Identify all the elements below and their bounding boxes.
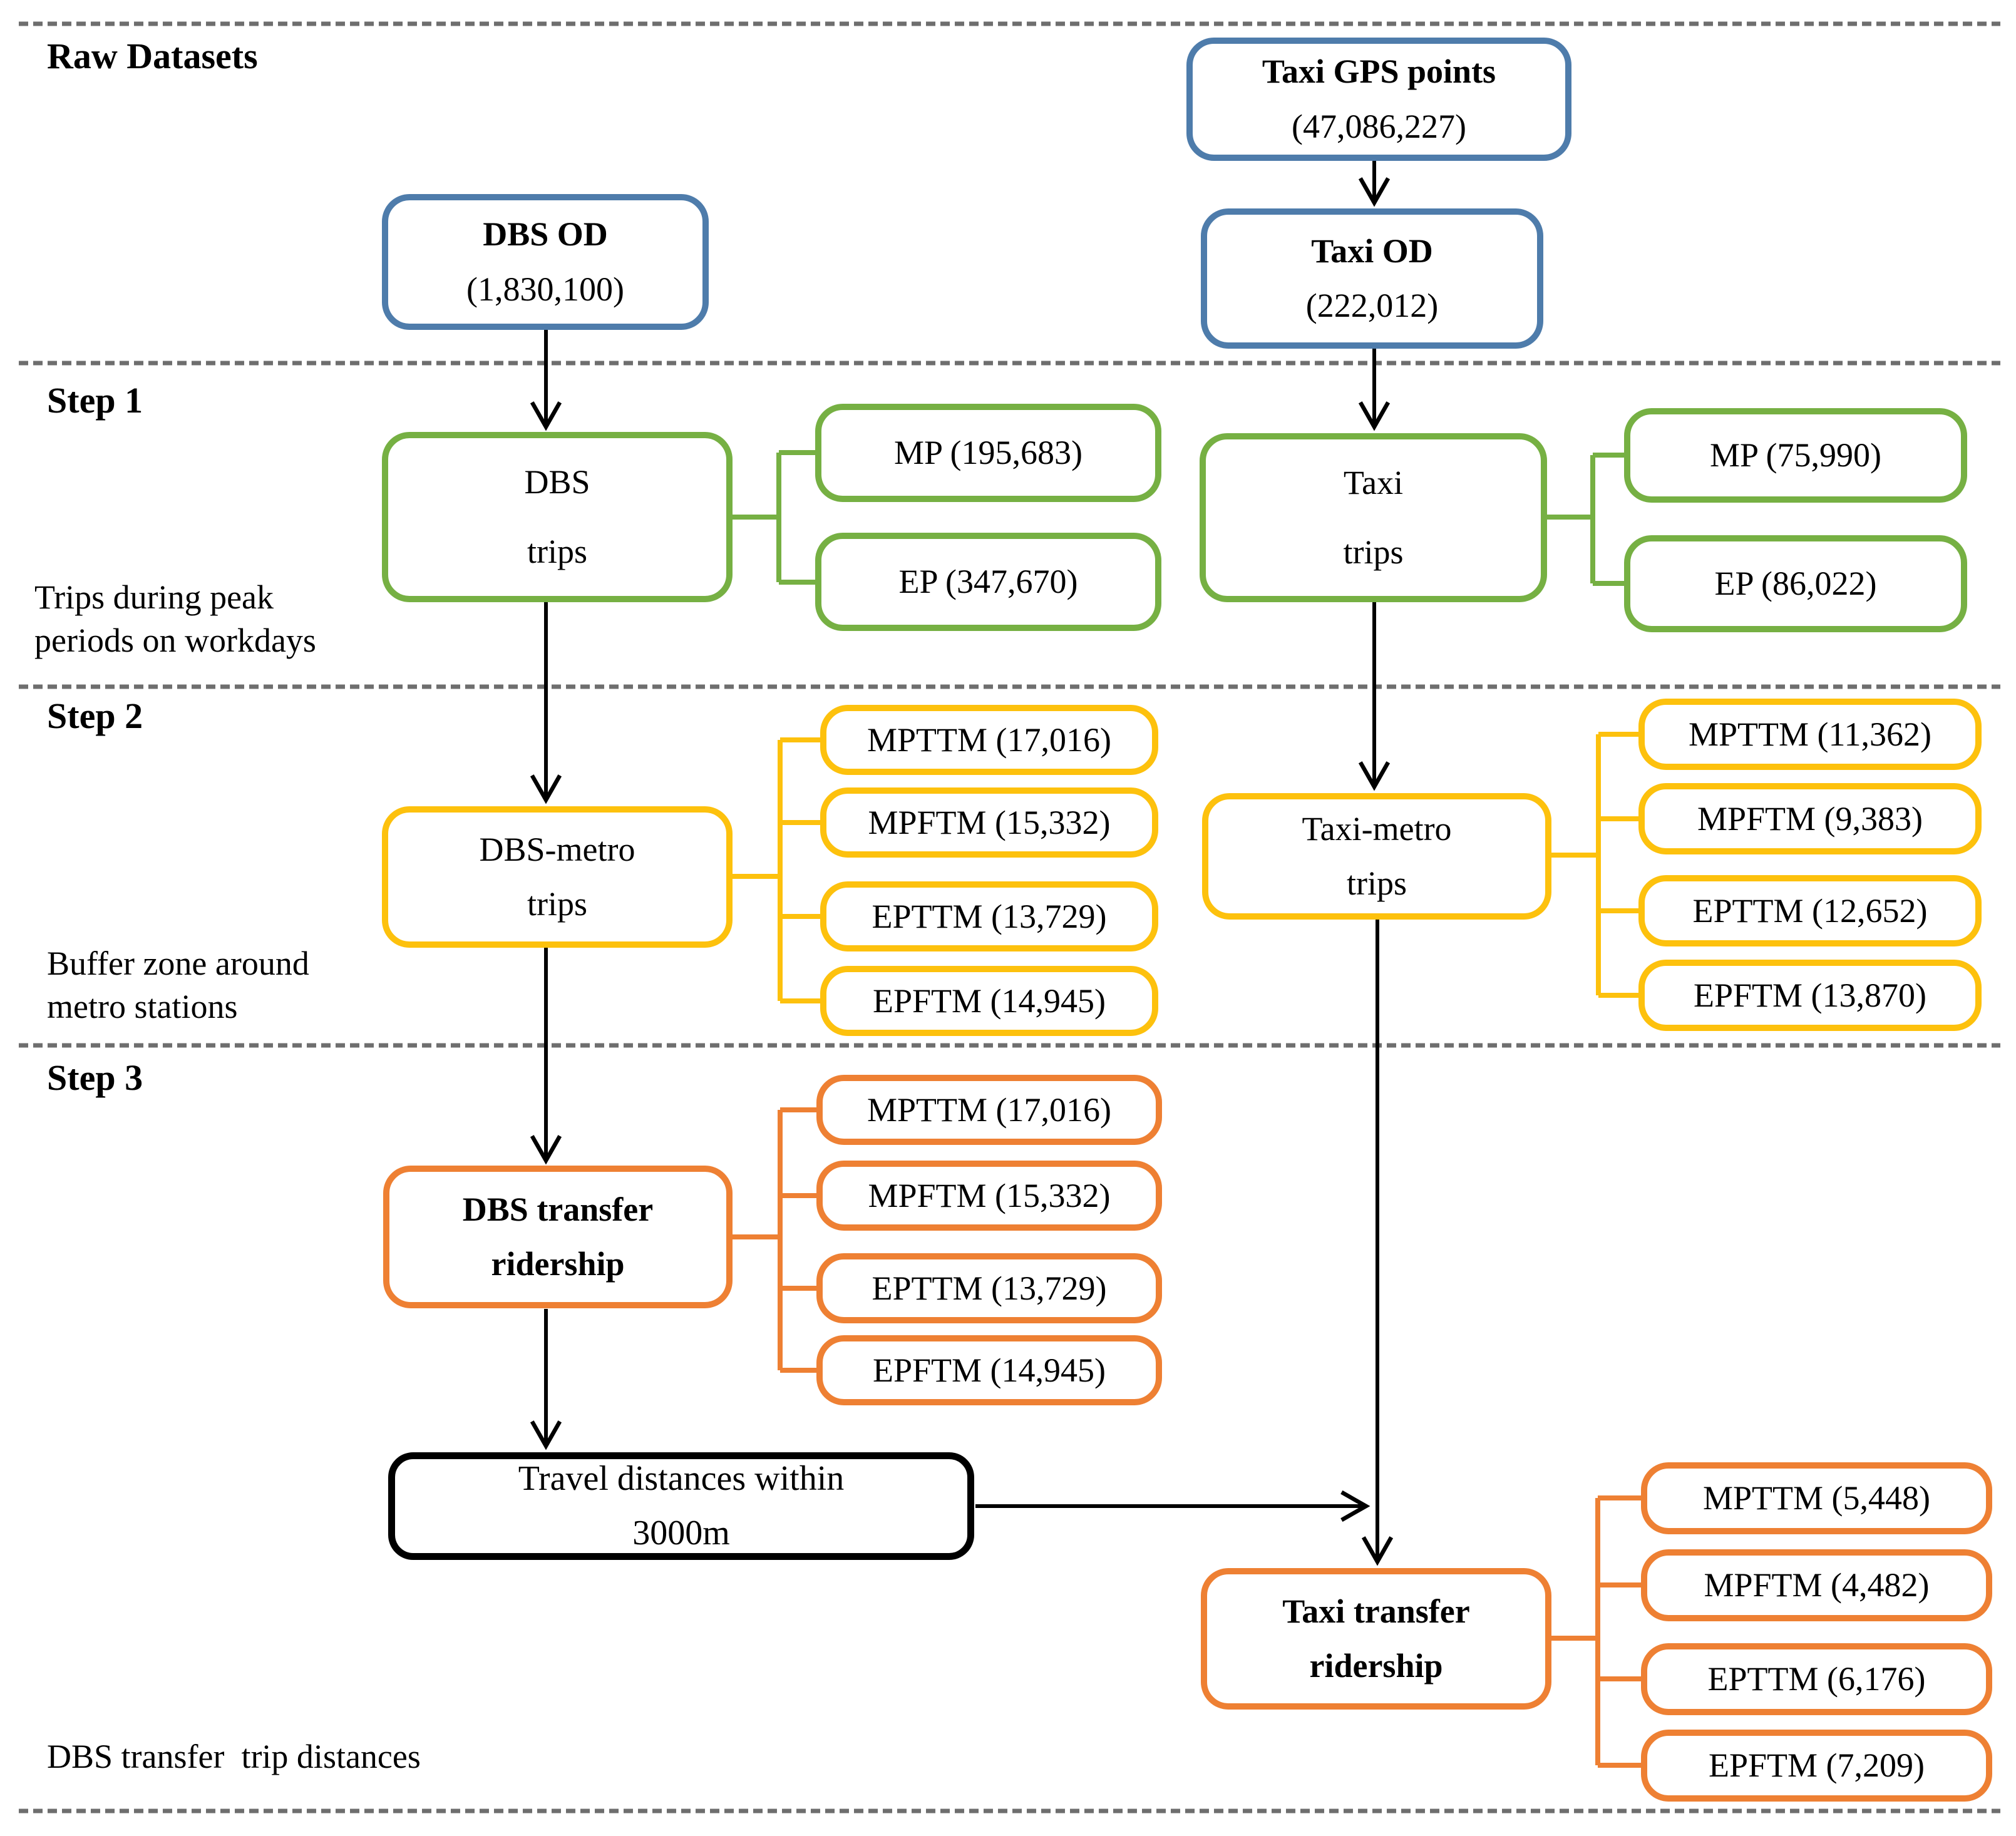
note-step2-line1: Buffer zone around bbox=[47, 945, 309, 982]
node-dbs-transfer-ridership: DBS transfer ridership bbox=[383, 1166, 733, 1308]
node-taxi-metro-line1: Taxi-metro bbox=[1302, 809, 1452, 848]
node-taxi-metro-trips: Taxi-metro trips bbox=[1202, 793, 1551, 920]
leaf-label: MP (195,683) bbox=[893, 434, 1083, 471]
bracket-dbsmetro-leaves bbox=[731, 737, 821, 1003]
leaf-label: MPFTM (15,332) bbox=[868, 803, 1111, 841]
leaf-step1-dbs-mp: MP (195,683) bbox=[815, 404, 1161, 502]
node-dbs-trips-line2: trips bbox=[527, 533, 587, 570]
node-travel-line2: 3000m bbox=[632, 1514, 730, 1552]
leaf-step2-taxi-mpttm: MPTTM (11,362) bbox=[1638, 699, 1982, 770]
leaf-step2-taxi-epftm: EPFTM (13,870) bbox=[1638, 960, 1982, 1031]
leaf-label: EPFTM (13,870) bbox=[1693, 976, 1926, 1014]
section-label-step1: Step 1 bbox=[47, 380, 143, 421]
note-bottom: DBS transfer trip distances bbox=[47, 1738, 421, 1775]
leaf-label: EPFTM (7,209) bbox=[1708, 1746, 1925, 1784]
node-taxi-transfer-ridership: Taxi transfer ridership bbox=[1201, 1568, 1551, 1710]
leaf-label: EPFTM (14,945) bbox=[872, 1351, 1106, 1389]
leaf-label: EPTTM (13,729) bbox=[872, 897, 1107, 935]
node-dbs-od: DBS OD (1,830,100) bbox=[382, 194, 709, 330]
node-dbs-metro-line1: DBS-metro bbox=[479, 830, 635, 868]
node-taxi-trips-line2: trips bbox=[1343, 533, 1404, 571]
leaf-label: MPTTM (17,016) bbox=[867, 721, 1111, 759]
note-step1-line1: Trips during peak bbox=[34, 578, 274, 616]
leaf-step1-taxi-mp: MP (75,990) bbox=[1624, 408, 1967, 503]
leaf-label: EPFTM (14,945) bbox=[872, 982, 1106, 1020]
leaf-step2-taxi-mpftm: MPFTM (9,383) bbox=[1638, 783, 1982, 854]
bracket-dbstrips-leaves bbox=[731, 450, 816, 585]
node-travel-line1: Travel distances within bbox=[518, 1459, 845, 1499]
leaf-label: MP (75,990) bbox=[1709, 436, 1881, 474]
section-label-step3: Step 3 bbox=[47, 1057, 143, 1098]
note-step2: Buffer zone around metro stations bbox=[47, 942, 309, 1028]
leaf-step1-taxi-ep: EP (86,022) bbox=[1624, 535, 1967, 632]
leaf-step2-dbs-mpftm: MPFTM (15,332) bbox=[820, 787, 1158, 858]
leaf-label: EP (347,670) bbox=[898, 563, 1078, 600]
section-label-step2: Step 2 bbox=[47, 695, 143, 736]
bracket-taximetro-leaves bbox=[1549, 732, 1638, 998]
leaf-label: MPFTM (15,332) bbox=[868, 1176, 1111, 1214]
leaf-step3-dbs-mpttm: MPTTM (17,016) bbox=[816, 1075, 1162, 1145]
node-dbs-metro-line2: trips bbox=[527, 885, 587, 923]
node-taxi-metro-line2: trips bbox=[1346, 864, 1407, 902]
node-dbs-transfer-line1: DBS transfer bbox=[462, 1190, 654, 1228]
node-taxi-trips: Taxi trips bbox=[1200, 433, 1547, 602]
leaf-step3-taxi-mpftm: MPFTM (4,482) bbox=[1641, 1549, 1992, 1621]
leaf-step3-taxi-epttm: EPTTM (6,176) bbox=[1641, 1643, 1992, 1715]
node-taxi-od-value: (222,012) bbox=[1305, 287, 1439, 324]
leaf-label: EP (86,022) bbox=[1714, 565, 1877, 602]
bracket-taxitransfer-leaves bbox=[1549, 1495, 1641, 1768]
note-step1-line2: periods on workdays bbox=[34, 622, 316, 660]
node-taxi-transfer-line2: ridership bbox=[1309, 1647, 1443, 1685]
leaf-step2-taxi-epttm: EPTTM (12,652) bbox=[1638, 875, 1982, 946]
leaf-label: EPTTM (6,176) bbox=[1707, 1660, 1926, 1698]
node-dbs-metro-trips: DBS-metro trips bbox=[382, 806, 733, 948]
leaf-step2-dbs-mpttm: MPTTM (17,016) bbox=[820, 705, 1158, 775]
node-taxi-od: Taxi OD (222,012) bbox=[1201, 208, 1543, 349]
leaf-step3-dbs-epftm: EPFTM (14,945) bbox=[816, 1335, 1162, 1405]
node-taxi-trips-line1: Taxi bbox=[1343, 464, 1404, 502]
node-dbs-trips-line1: DBS bbox=[524, 463, 590, 501]
node-taxi-gps-points: Taxi GPS points (47,086,227) bbox=[1186, 38, 1571, 161]
node-travel-distances: Travel distances within 3000m bbox=[388, 1452, 974, 1560]
leaf-label: MPTTM (11,362) bbox=[1689, 715, 1931, 753]
note-step1: Trips during peak periods on workdays bbox=[34, 576, 316, 662]
leaf-step3-dbs-mpftm: MPFTM (15,332) bbox=[816, 1161, 1162, 1231]
node-dbs-od-title: DBS OD bbox=[483, 215, 608, 254]
leaf-label: MPFTM (4,482) bbox=[1704, 1566, 1930, 1604]
leaf-label: EPTTM (12,652) bbox=[1692, 891, 1928, 930]
leaf-label: MPFTM (9,383) bbox=[1697, 799, 1923, 838]
node-taxi-od-title: Taxi OD bbox=[1311, 232, 1433, 270]
node-taxi-gps-title: Taxi GPS points bbox=[1262, 53, 1496, 91]
node-dbs-od-value: (1,830,100) bbox=[466, 270, 624, 308]
node-dbs-trips: DBS trips bbox=[382, 432, 733, 602]
leaf-step3-taxi-epftm: EPFTM (7,209) bbox=[1641, 1730, 1992, 1802]
note-step2-line2: metro stations bbox=[47, 988, 238, 1026]
section-label-raw-datasets: Raw Datasets bbox=[47, 36, 258, 76]
node-dbs-transfer-line2: ridership bbox=[491, 1245, 625, 1283]
leaf-step3-taxi-mpttm: MPTTM (5,448) bbox=[1641, 1462, 1992, 1534]
leaf-label: MPTTM (17,016) bbox=[867, 1090, 1111, 1129]
leaf-step1-dbs-ep: EP (347,670) bbox=[815, 533, 1161, 631]
leaf-label: MPTTM (5,448) bbox=[1703, 1479, 1930, 1517]
leaf-step2-dbs-epttm: EPTTM (13,729) bbox=[820, 881, 1158, 951]
node-taxi-transfer-line1: Taxi transfer bbox=[1282, 1592, 1470, 1630]
leaf-label: EPTTM (13,729) bbox=[872, 1269, 1107, 1307]
leaf-step2-dbs-epftm: EPFTM (14,945) bbox=[820, 966, 1158, 1036]
leaf-step3-dbs-epttm: EPTTM (13,729) bbox=[816, 1253, 1162, 1323]
node-taxi-gps-value: (47,086,227) bbox=[1292, 107, 1466, 145]
bracket-dbstransfer-leaves bbox=[730, 1107, 816, 1373]
bracket-taxitrips-leaves bbox=[1545, 453, 1625, 586]
